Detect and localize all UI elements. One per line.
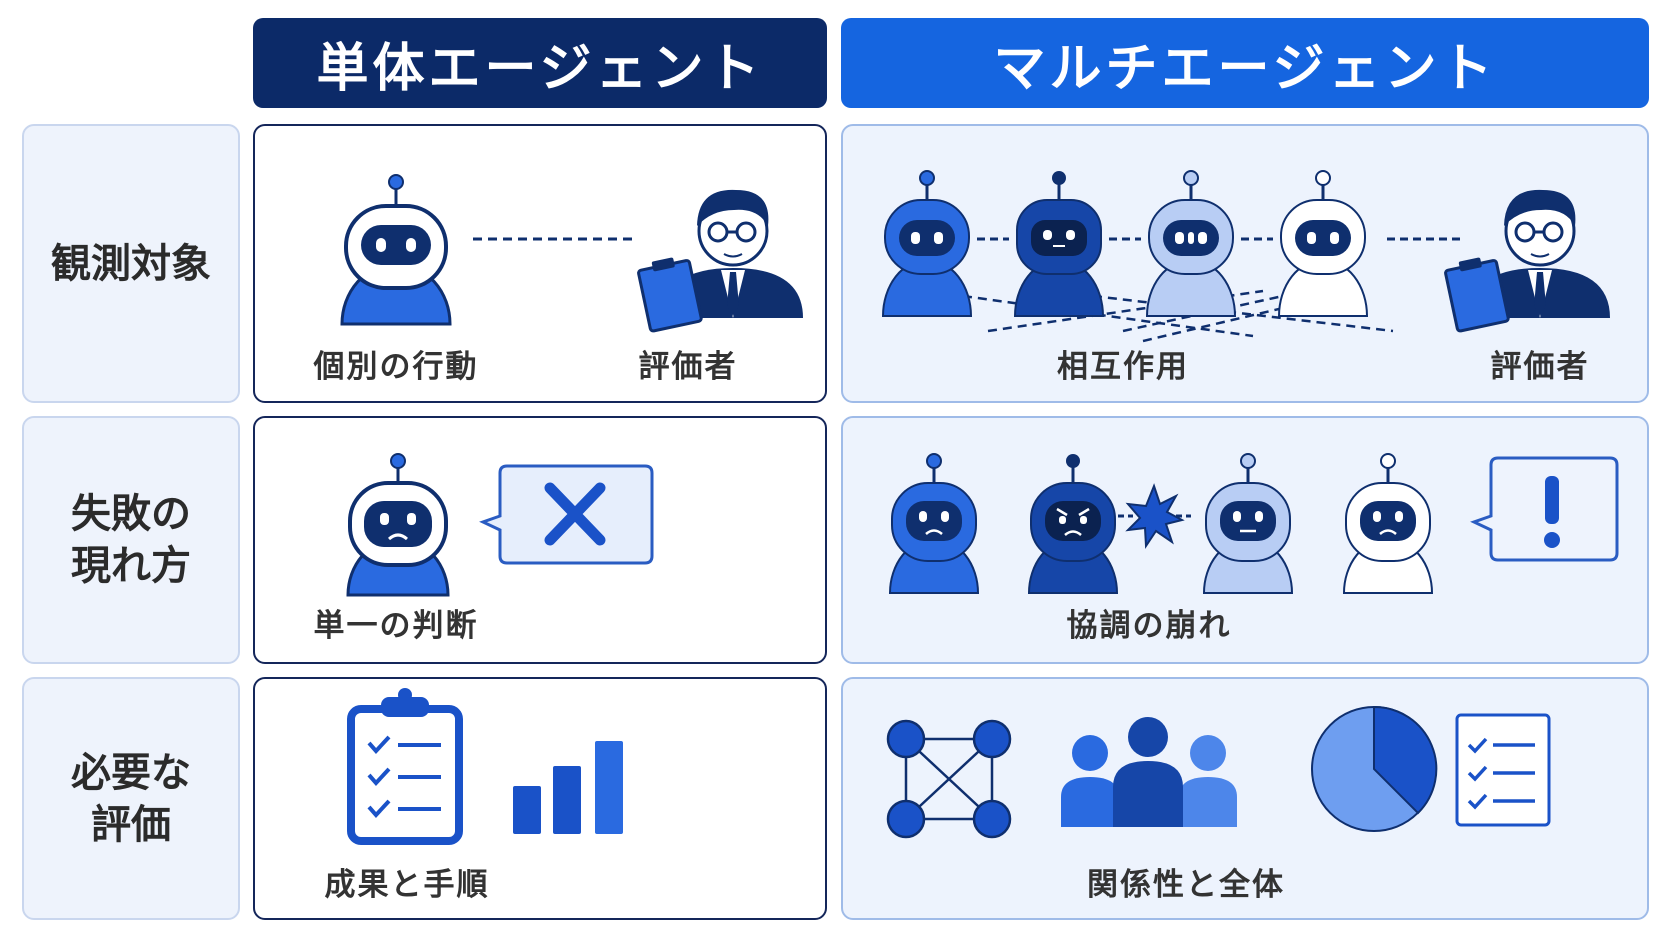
cell-single-failure: 単一の判断	[253, 416, 827, 664]
row-label-observation-target: 観測対象	[22, 124, 240, 403]
x-mark-speech-bubble-icon	[479, 464, 654, 565]
caption-single-judgment: 単一の判断	[313, 608, 479, 644]
caption-evaluator: 評価者	[1490, 349, 1590, 385]
cell-multi-observation: 相互作用 評価者	[841, 124, 1649, 403]
group-people-icon	[1061, 717, 1237, 827]
caption-results-and-procedure: 成果と手順	[324, 867, 490, 903]
caption-coordination-breakdown: 協調の崩れ	[1066, 608, 1232, 644]
angry-robot-icon	[1027, 454, 1119, 594]
row-label-text: 必要な 評価	[71, 749, 191, 848]
checklist-clipboard-icon	[347, 688, 463, 845]
caption-individual-behavior: 個別の行動	[313, 349, 479, 385]
row-label-text: 観測対象	[51, 240, 211, 287]
evaluator-person-icon	[1444, 189, 1610, 333]
robot-icon	[340, 174, 452, 326]
checklist-icon	[1455, 713, 1551, 827]
caption-relationships-and-whole: 関係性と全体	[1087, 867, 1285, 903]
cell-single-evaluation: 成果と手順	[253, 677, 827, 920]
caption-interaction: 相互作用	[1057, 349, 1189, 385]
row-label-failure-manifestation: 失敗の 現れ方	[22, 416, 240, 664]
neutral-robot-icon	[1202, 453, 1294, 594]
cell-single-observation: 個別の行動 評価者	[253, 124, 827, 403]
header-multi-agent: マルチエージェント	[841, 18, 1649, 108]
robot-icon	[1013, 171, 1105, 317]
header-single-agent: 単体エージェント	[253, 18, 827, 108]
bar-chart-icon	[513, 741, 623, 834]
cell-multi-evaluation: 関係性と全体	[841, 677, 1649, 920]
sad-robot-icon	[888, 453, 980, 594]
sad-robot-icon	[346, 453, 450, 597]
caption-evaluator: 評価者	[638, 349, 738, 385]
exclamation-speech-bubble-icon	[1470, 456, 1619, 562]
row-label-required-evaluation: 必要な 評価	[22, 677, 240, 920]
row-label-text: 失敗の 現れ方	[71, 491, 191, 589]
evaluator-person-icon	[637, 189, 803, 333]
robot-icon	[881, 170, 973, 317]
robot-icon	[1145, 170, 1237, 317]
cell-multi-failure: 協調の崩れ	[841, 416, 1649, 664]
robot-icon	[1277, 170, 1369, 317]
pie-chart-icon	[1311, 705, 1438, 832]
sad-robot-icon	[1342, 453, 1434, 594]
network-graph-icon	[886, 719, 1012, 839]
conflict-spark-icon	[1125, 483, 1185, 550]
